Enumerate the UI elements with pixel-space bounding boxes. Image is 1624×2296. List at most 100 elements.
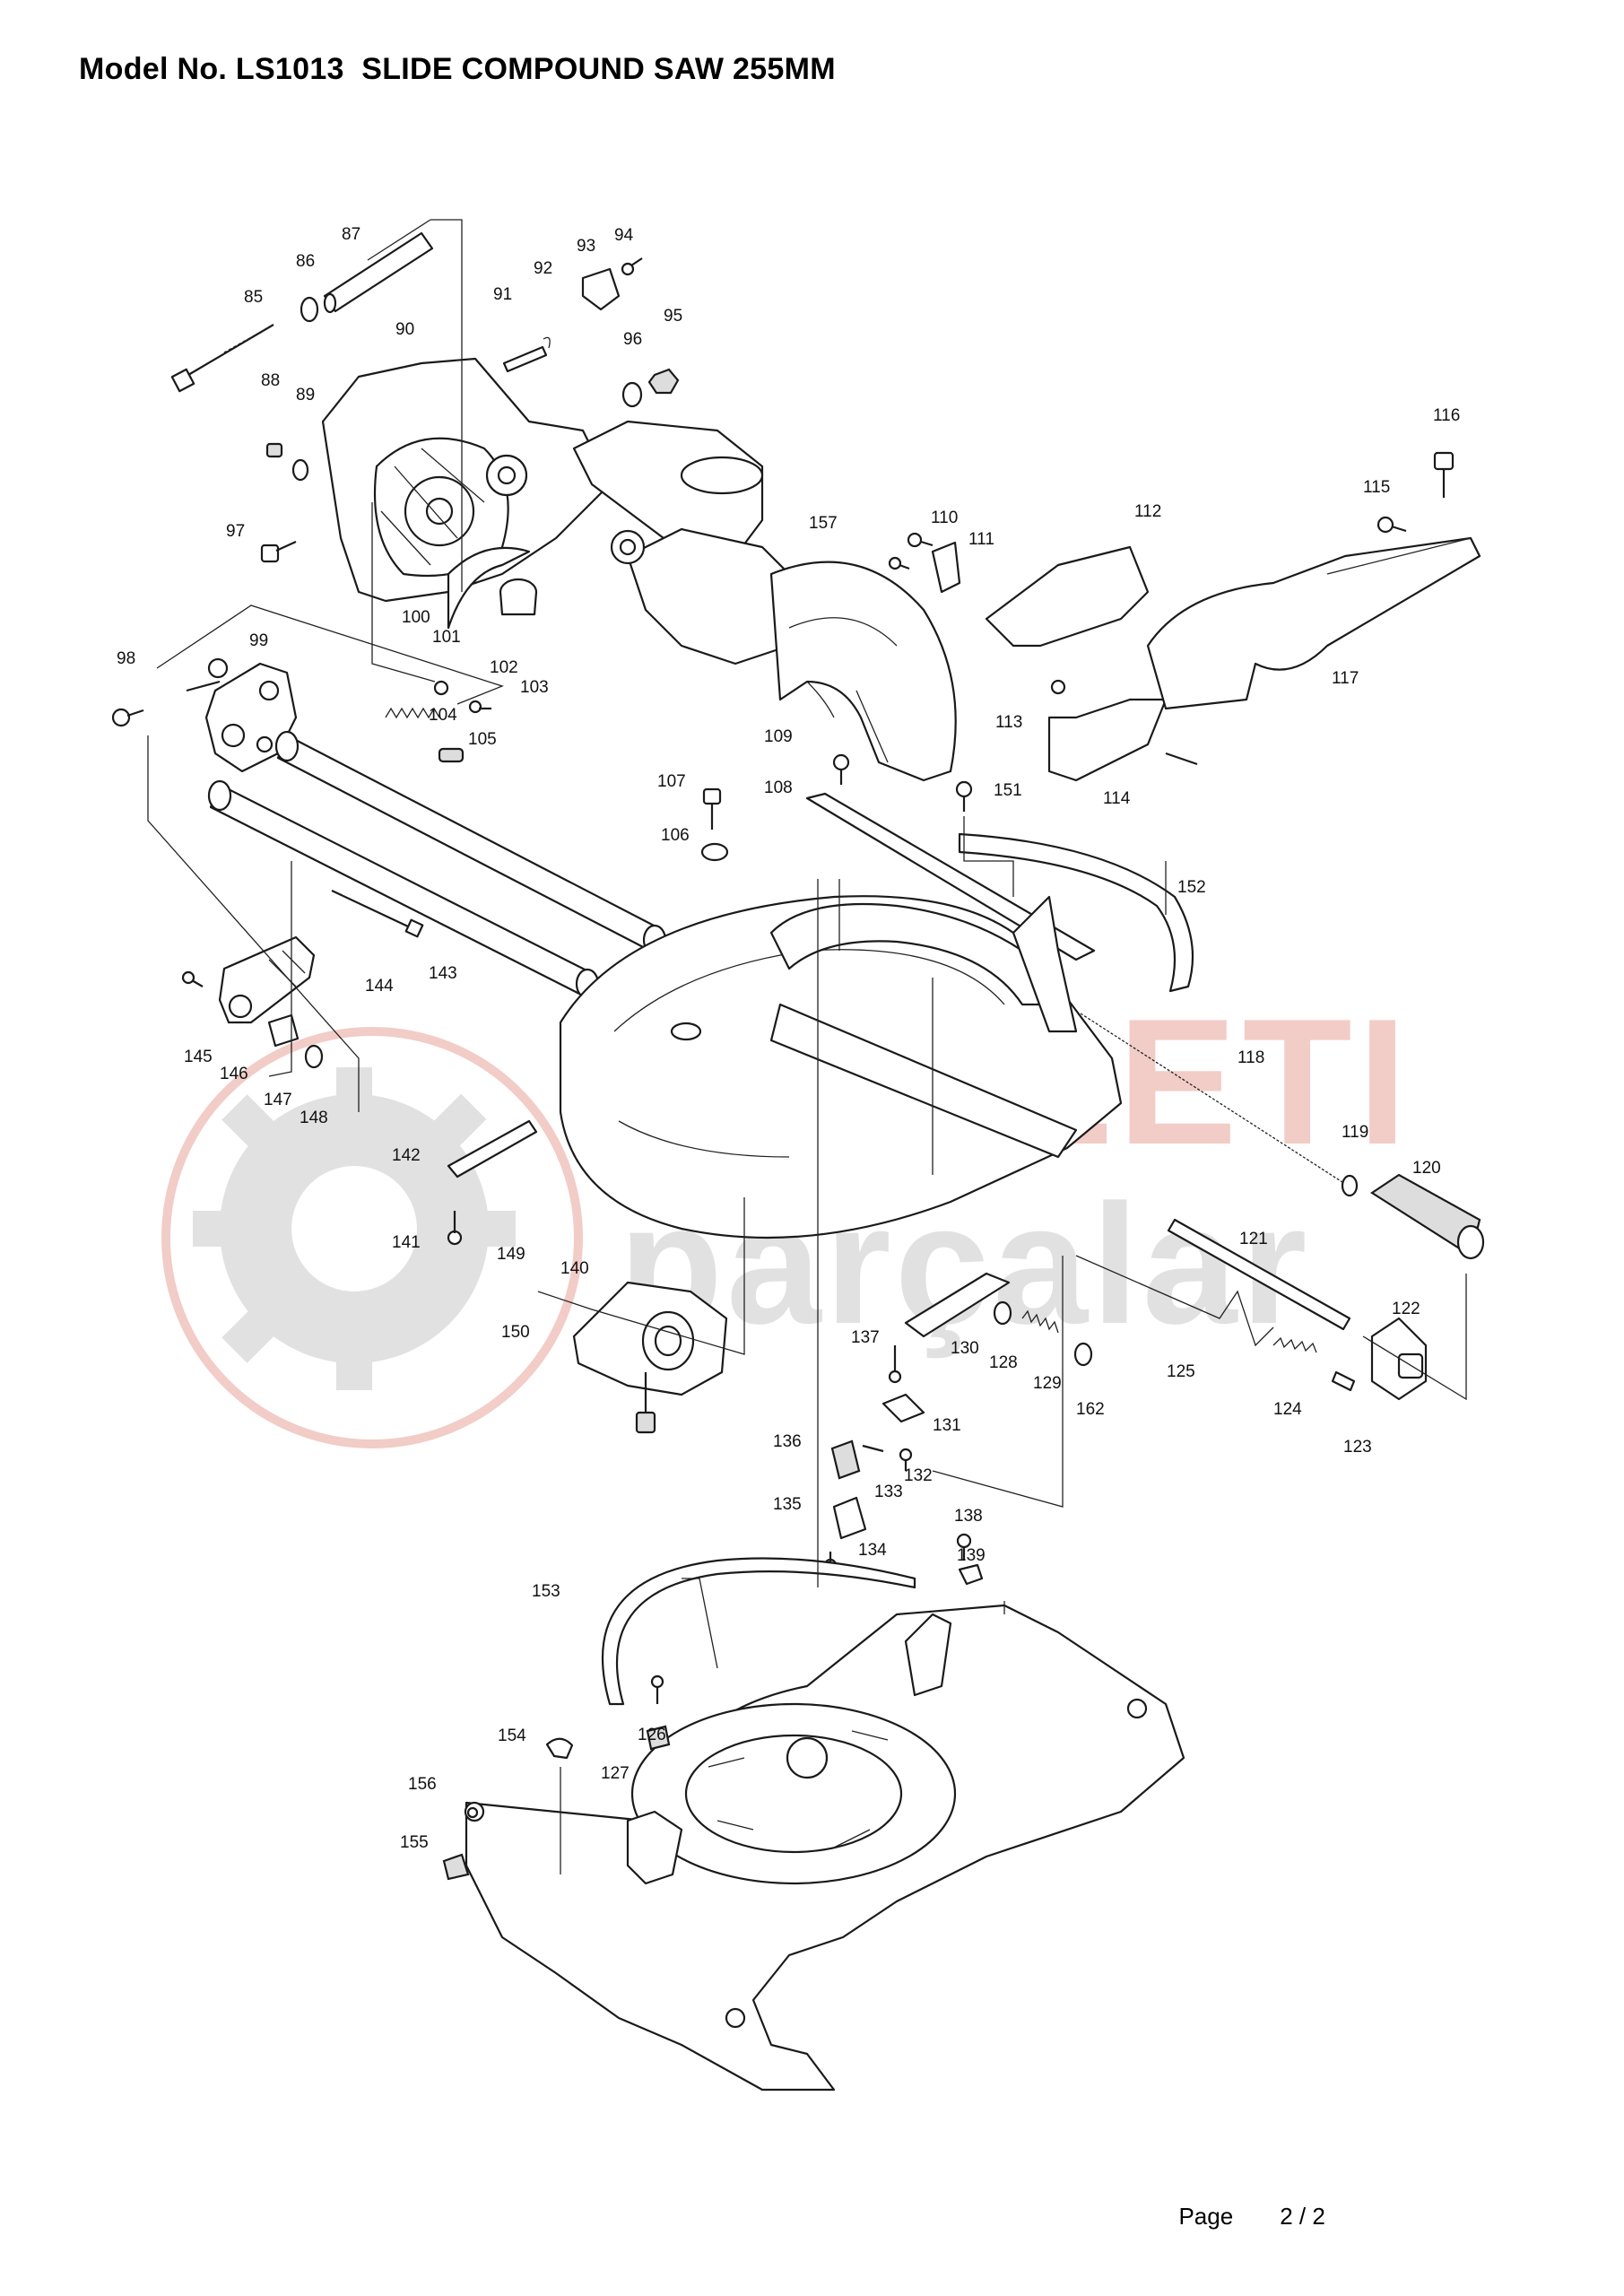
part-157-screw — [888, 556, 910, 570]
part-label: 147 — [264, 1091, 292, 1109]
part-label: 108 — [764, 778, 793, 797]
part-152-segment-plate — [958, 832, 1194, 993]
part-97-bolt — [260, 540, 297, 563]
part-128-washer — [993, 1300, 1012, 1326]
part-label: 140 — [560, 1259, 589, 1278]
part-label: 90 — [395, 320, 414, 339]
part-120-grip — [1369, 1173, 1485, 1260]
part-156-hole — [466, 1806, 479, 1819]
part-113-washer — [1050, 679, 1066, 695]
part-label: 111 — [968, 530, 994, 549]
part-101-knob — [499, 578, 538, 616]
saw-base — [464, 1604, 1185, 2092]
part-112-cover — [985, 545, 1150, 648]
part-label: 85 — [244, 288, 263, 307]
part-label: 110 — [931, 509, 958, 527]
part-162-washer — [1073, 1342, 1093, 1367]
part-label: 127 — [601, 1764, 630, 1783]
part-115-screw — [1376, 516, 1407, 534]
page-label: Page — [1178, 2203, 1234, 2230]
part-138-screw — [956, 1533, 972, 1561]
part-label: 139 — [957, 1546, 986, 1565]
part-label: 95 — [664, 307, 682, 326]
part-label: 104 — [429, 706, 457, 725]
part-label: 152 — [1177, 878, 1206, 897]
part-label: 118 — [1238, 1048, 1264, 1067]
part-127-clamp — [646, 1725, 671, 1751]
part-label: 112 — [1134, 502, 1161, 521]
part-149-holder — [572, 1281, 728, 1396]
part-92-clip — [543, 336, 551, 349]
part-label: 122 — [1392, 1300, 1420, 1318]
part-label: 117 — [1332, 669, 1359, 688]
part-label: 120 — [1412, 1159, 1441, 1178]
part-label: 149 — [497, 1245, 525, 1264]
part-label: 132 — [904, 1466, 933, 1485]
part-label: 89 — [296, 386, 315, 404]
part-label: 98 — [117, 649, 135, 668]
part-103-screw — [468, 700, 491, 714]
part-135-holder — [832, 1496, 867, 1540]
part-label: 133 — [874, 1483, 903, 1501]
part-label: 126 — [638, 1726, 666, 1744]
watermark-gear-icon — [193, 1067, 516, 1390]
part-label: 136 — [773, 1432, 802, 1451]
part-label: 103 — [520, 678, 549, 697]
part-label: 109 — [764, 727, 793, 746]
part-100-blade-cover — [447, 546, 531, 630]
part-155-foot — [442, 1853, 470, 1881]
part-label: 91 — [493, 285, 512, 304]
leader-lines — [147, 219, 1467, 1874]
part-94-screw — [621, 257, 643, 276]
part-labels: 85 86 87 88 89 90 91 92 93 94 95 96 97 9… — [117, 225, 1460, 1852]
part-129-spring — [1021, 1309, 1059, 1334]
part-label: 93 — [577, 237, 595, 256]
part-label: 154 — [498, 1726, 526, 1745]
part-label: 141 — [392, 1233, 421, 1252]
part-label: 87 — [342, 225, 360, 244]
part-label: 101 — [432, 628, 461, 647]
part-151-screw — [955, 780, 973, 812]
upper-blade-guard — [769, 561, 957, 782]
part-106-washer — [700, 842, 729, 862]
part-131-plate — [881, 1393, 925, 1423]
part-111-plate — [931, 541, 961, 594]
part-118-lead-screw — [1080, 1013, 1346, 1185]
part-141-screw — [447, 1211, 463, 1246]
part-label: 97 — [226, 522, 245, 541]
part-132-screw — [899, 1448, 913, 1471]
part-93-bracket — [581, 267, 621, 311]
part-146-stopper — [218, 935, 316, 1024]
part-130-lever — [904, 1272, 1011, 1338]
part-87-rod — [323, 231, 434, 314]
part-154-wing-bolt — [545, 1737, 574, 1760]
part-121-rod — [1167, 1218, 1351, 1331]
parts-artwork — [111, 219, 1485, 2092]
part-144-bolt — [331, 890, 424, 938]
part-label: 130 — [951, 1339, 979, 1358]
part-label: 151 — [994, 781, 1022, 800]
part-123-pin — [1331, 1370, 1356, 1392]
part-95-nut — [647, 368, 680, 395]
part-85-bolt — [170, 324, 274, 393]
part-119-washer — [1341, 1174, 1359, 1197]
part-label: 116 — [1433, 406, 1460, 425]
part-label: 138 — [954, 1507, 983, 1526]
part-137-screw — [888, 1345, 902, 1384]
part-145-screw — [181, 970, 204, 987]
part-label: 155 — [400, 1833, 429, 1852]
part-117-safety-cover — [1146, 536, 1481, 710]
part-label: 92 — [534, 259, 552, 278]
part-105-screw — [438, 747, 465, 763]
part-150-bolt — [635, 1372, 656, 1434]
part-label: 86 — [296, 252, 315, 271]
part-label: 105 — [468, 730, 497, 749]
slide-bracket — [186, 662, 298, 773]
part-125-wire — [1075, 1255, 1274, 1347]
part-99-cap — [207, 657, 229, 679]
part-107-bolt — [702, 787, 722, 830]
part-86-washer — [300, 296, 319, 323]
part-91-pin — [502, 345, 548, 373]
part-label: 162 — [1076, 1400, 1105, 1419]
